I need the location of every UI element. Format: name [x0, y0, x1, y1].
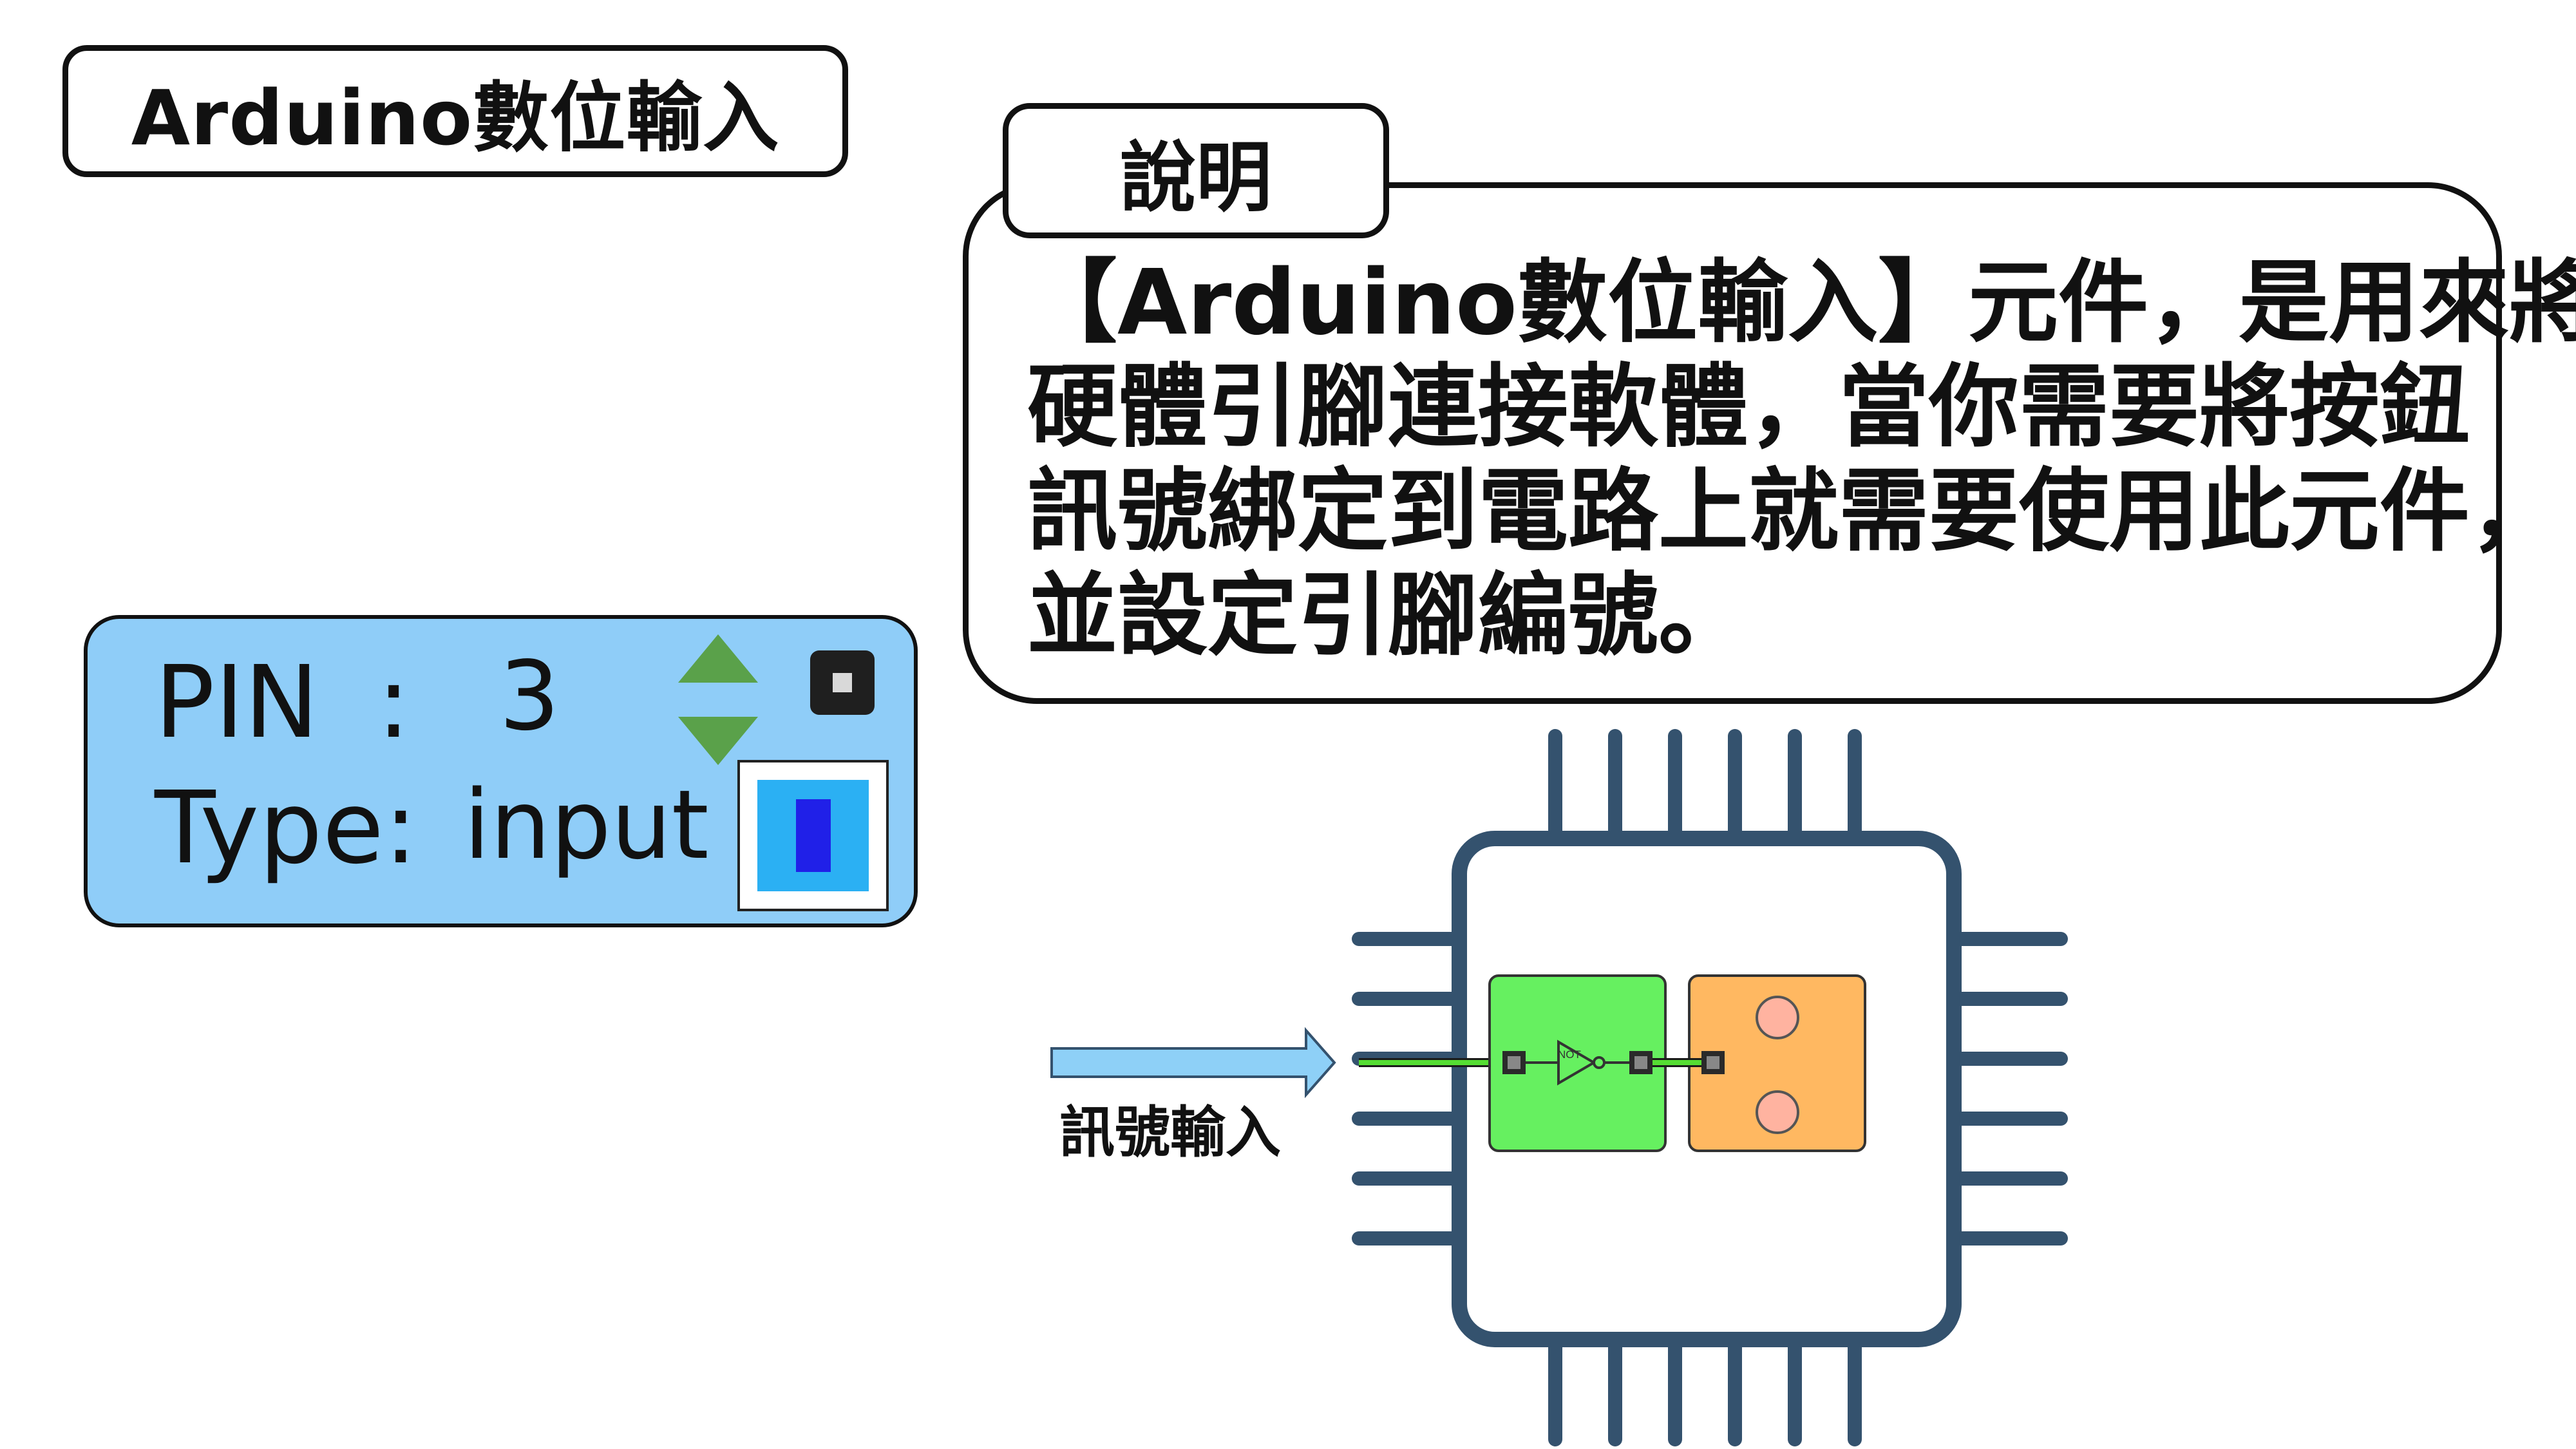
type-toggle-fill — [757, 780, 869, 891]
explanation-line: 【Arduino數位輸入】元件，是用來將 — [1027, 251, 2576, 355]
explanation-tab-label: 說明 — [1119, 133, 1272, 222]
output-led-top — [1756, 996, 1799, 1039]
chip-left-pins — [1352, 932, 1463, 1245]
type-toggle[interactable] — [737, 760, 889, 911]
explanation-line: 訊號綁定到電路上就需要使用此元件， — [1027, 459, 2561, 564]
decrement-pin-button[interactable] — [678, 717, 758, 765]
input-connector-core — [1508, 1056, 1520, 1069]
pin-label: PIN — [155, 644, 319, 761]
explanation-text: 【Arduino數位輸入】元件，是用來將 硬體引腳連接軟體，當你需要將按鈕 訊號… — [1027, 251, 2576, 668]
explanation-line: 硬體引腳連接軟體，當你需要將按鈕 — [1027, 355, 2470, 460]
signal-input-arrow — [1050, 1027, 1336, 1099]
chip-top-pins — [1548, 729, 1862, 844]
component-title: Arduino數位輸入 — [62, 45, 848, 177]
component-title-text: Arduino數位輸入 — [131, 73, 780, 162]
not-gate-bubble — [1593, 1056, 1605, 1069]
type-value: input — [464, 770, 709, 880]
not-gate-label: NOT — [1558, 1048, 1581, 1061]
chip-right-pins — [1951, 932, 2068, 1245]
explanation-line: 並設定引腳編號。 — [1027, 564, 1749, 668]
explanation-tab: 說明 — [1003, 103, 1389, 238]
output-connector-core — [1707, 1056, 1719, 1069]
stop-icon[interactable] — [810, 650, 875, 715]
output-led-bottom — [1756, 1090, 1799, 1134]
chip-bottom-pins — [1548, 1336, 1862, 1446]
increment-pin-button[interactable] — [678, 634, 758, 683]
explanation-bubble — [963, 182, 2502, 704]
type-toggle-bar — [796, 799, 831, 872]
not-gate-icon — [1557, 1039, 1596, 1086]
pin-value[interactable]: 3 — [499, 641, 560, 752]
type-label: Type: — [155, 770, 418, 886]
not-output-connector-core — [1634, 1056, 1647, 1069]
pin-colon: : — [377, 644, 411, 761]
signal-input-label: 訊號輸入 — [1059, 1101, 1281, 1165]
